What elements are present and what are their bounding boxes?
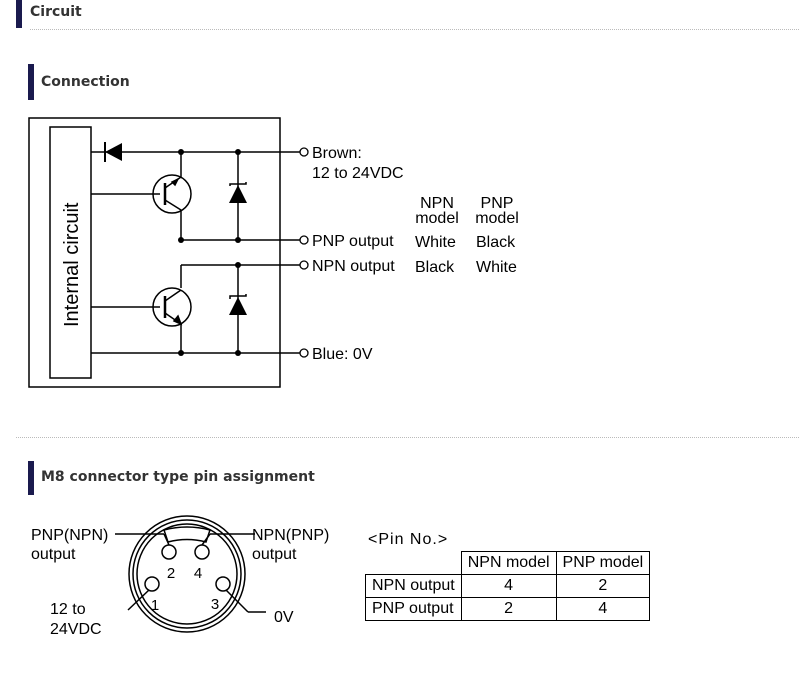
pin1-label-2: 24VDC [50, 621, 102, 638]
zener-upper-icon [229, 182, 247, 203]
section-divider [30, 29, 799, 30]
npn-model-head-2: model [415, 210, 459, 227]
internal-circuit-box [49, 126, 92, 379]
diode-icon [104, 142, 122, 162]
section-title-m8: M8 connector type pin assignment [41, 469, 315, 485]
pin-number-3: 3 [211, 596, 219, 613]
section-divider [16, 437, 799, 438]
cell-npn: 2 [460, 597, 557, 621]
pin-number-4: 4 [194, 565, 202, 582]
zener-lower-icon [229, 294, 247, 315]
section-title-connection: Connection [41, 74, 130, 90]
table-row: NPN output 4 2 [365, 574, 651, 598]
pin-table: NPN model PNP model NPN output 4 2 PNP o… [365, 551, 651, 621]
row-label: PNP output [365, 597, 462, 621]
section-bar-connection [28, 64, 34, 100]
pnp-model-head-2: model [475, 210, 519, 227]
cell-npn: 4 [460, 574, 557, 598]
section-bar-m8 [28, 461, 34, 495]
m8-connector-icon [115, 515, 266, 633]
npn-output-label: NPN output [312, 258, 395, 275]
circuit-housing [28, 117, 281, 388]
transistor-upper-icon [152, 174, 192, 214]
pin4-label-1: PNP(NPN) [31, 527, 108, 544]
pin-number-2: 2 [167, 565, 175, 582]
internal-circuit-label: Internal circuit [61, 202, 83, 327]
circuit-wires [91, 151, 300, 354]
table-row: PNP output 2 4 [365, 597, 651, 621]
pin2-label-1: NPN(PNP) [252, 527, 329, 544]
pnp-output-npn-model: White [415, 234, 456, 251]
junction-dots [178, 149, 241, 356]
terminal-icons [299, 147, 309, 358]
cell-pnp: 2 [555, 574, 651, 598]
pnp-output-label: PNP output [312, 233, 394, 250]
pin1-label-1: 12 to [50, 601, 86, 618]
row-label: NPN output [365, 574, 462, 598]
pnp-model-head-1: PNP [481, 195, 514, 212]
table-corner [365, 551, 462, 575]
cell-pnp: 4 [555, 597, 651, 621]
pin-number-1: 1 [151, 597, 159, 614]
pnp-output-pnp-model: Black [476, 234, 516, 251]
npn-output-npn-model: Black [415, 259, 455, 276]
brown-voltage: 12 to 24VDC [312, 165, 404, 182]
table-header-row: NPN model PNP model [365, 551, 651, 575]
transistor-lower-icon [152, 287, 192, 327]
section-bar-circuit [16, 0, 22, 28]
brown-label: Brown: [312, 145, 362, 162]
blue-label: Blue: 0V [312, 346, 373, 363]
table-header-pnp: PNP model [555, 551, 651, 575]
pin4-label-2: output [31, 546, 76, 563]
npn-output-pnp-model: White [476, 259, 517, 276]
npn-model-head-1: NPN [420, 195, 454, 212]
pin2-label-2: output [252, 546, 297, 563]
pin-table-title: <Pin No.> [368, 531, 448, 548]
section-title-circuit: Circuit [30, 4, 82, 20]
table-header-npn: NPN model [460, 551, 557, 575]
pin3-label: 0V [274, 609, 294, 626]
